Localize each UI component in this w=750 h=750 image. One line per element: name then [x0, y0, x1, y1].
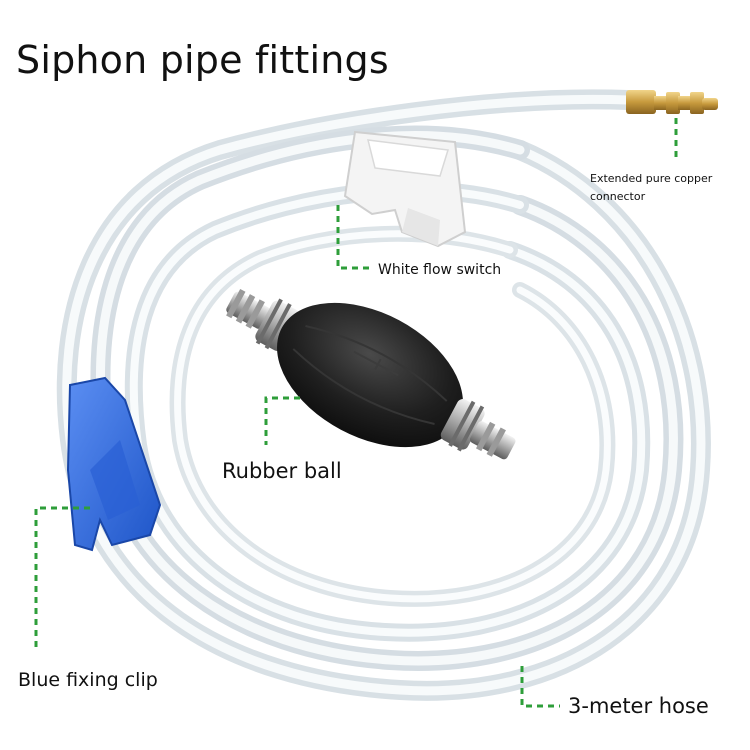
- leader-ball: [264, 396, 300, 445]
- white-flow-switch: [343, 130, 467, 248]
- blue-fixing-clip: [66, 376, 162, 552]
- callout-blue-fixing-clip: Blue fixing clip: [18, 669, 158, 691]
- callout-copper-line1: Extended pure copper: [590, 172, 713, 185]
- leader-clip: [34, 506, 90, 650]
- callout-rubber-ball: Rubber ball: [222, 459, 342, 483]
- callout-copper-connector: Extended pure copper connector: [590, 170, 730, 206]
- callout-leaders: [34, 118, 678, 708]
- rubber-ball-pump: [226, 288, 516, 460]
- leader-hose: [520, 666, 560, 708]
- callout-white-flow-switch: White flow switch: [378, 262, 502, 278]
- brass-connector: [626, 90, 718, 114]
- page-title: Siphon pipe fittings: [16, 38, 389, 82]
- callout-copper-line2: connector: [590, 190, 646, 203]
- hose-coil: [56, 89, 711, 701]
- callout-3-meter-hose: 3-meter hose: [568, 694, 709, 718]
